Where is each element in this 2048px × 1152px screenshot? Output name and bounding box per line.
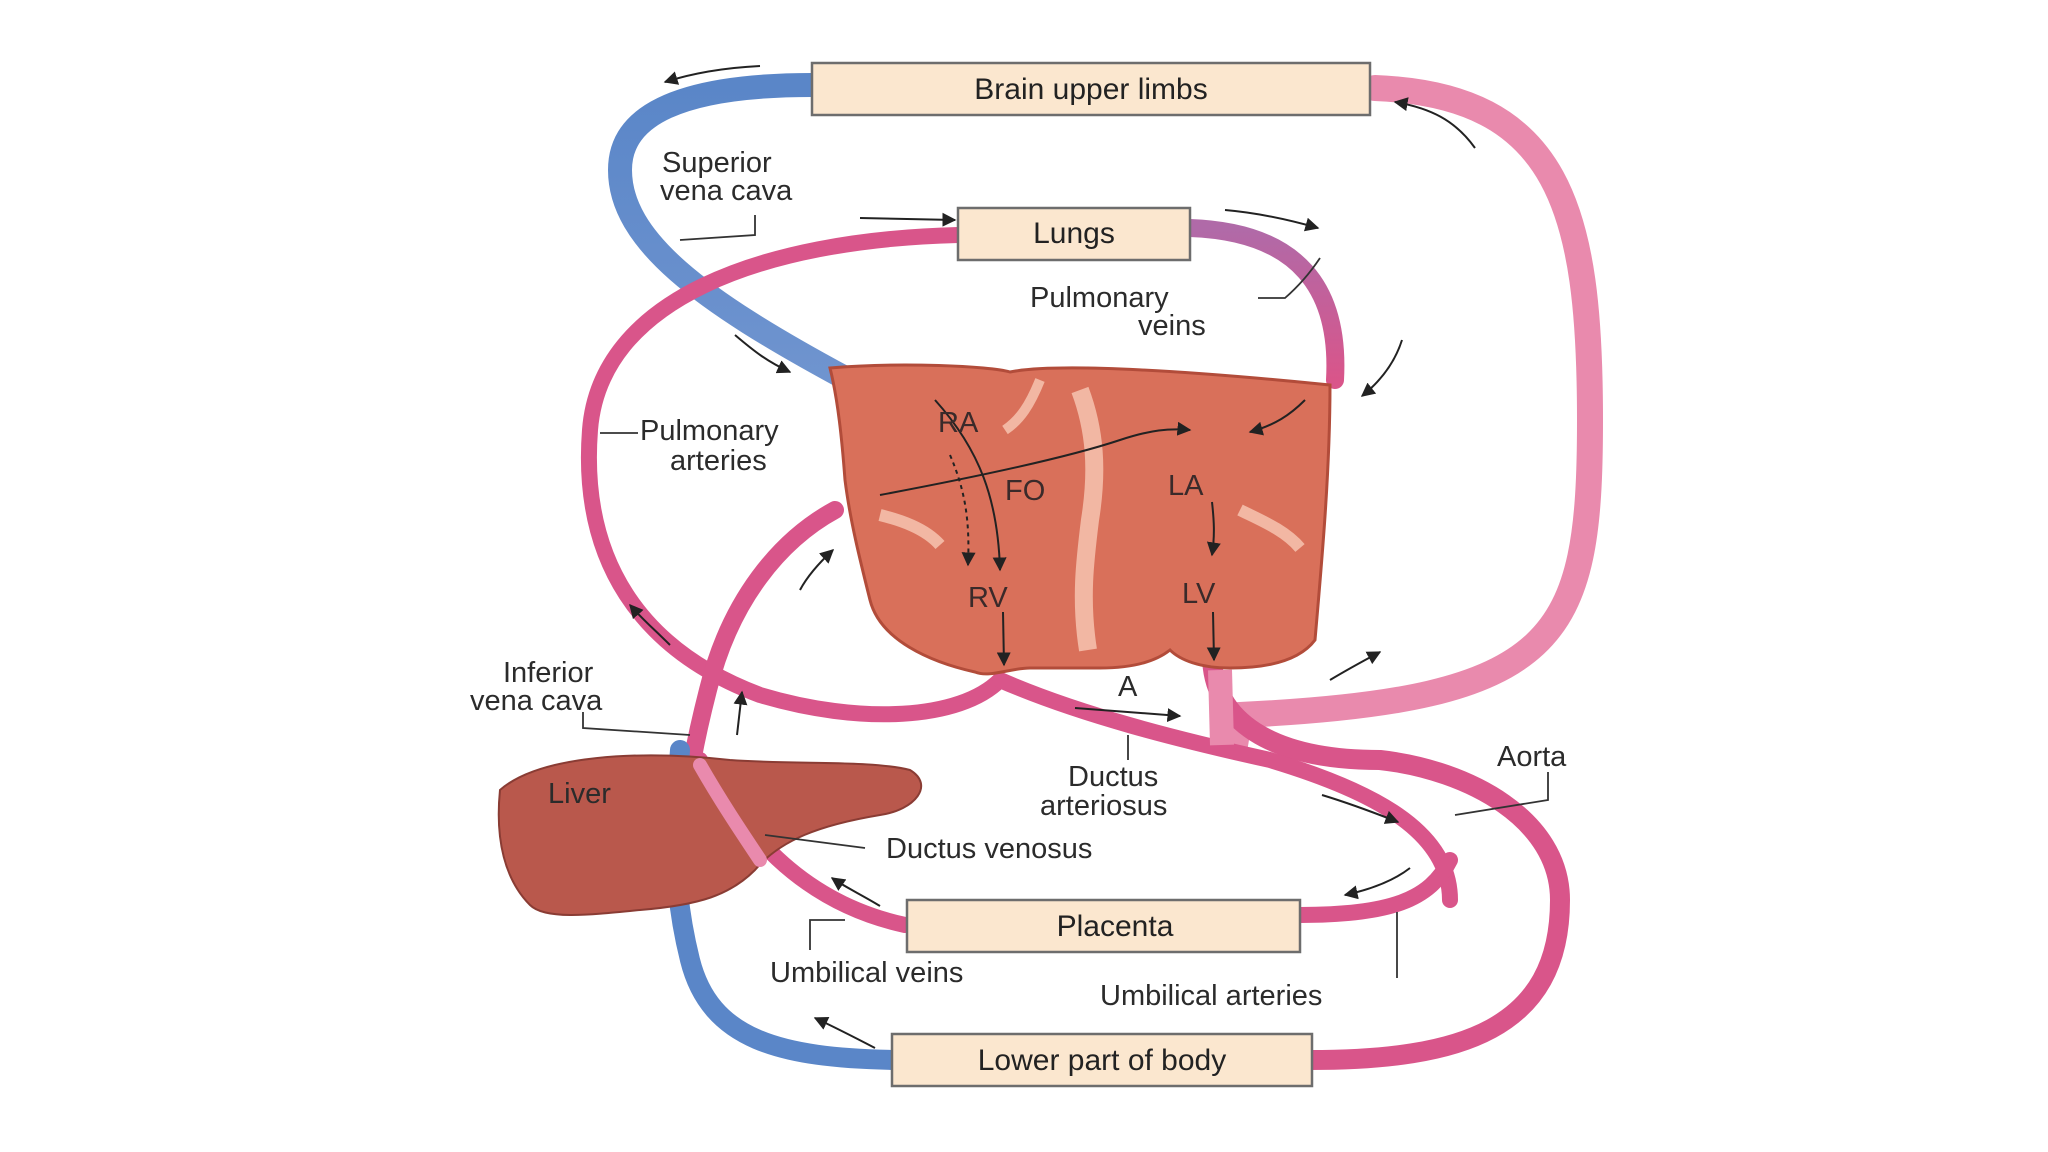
label-ivc-1: Inferior (503, 657, 594, 689)
label-pulm-veins-1: Pulmonary (1030, 282, 1169, 314)
ductus-arteriosus-vessel (992, 672, 1458, 908)
septum-wall (1071, 386, 1104, 652)
label-liver: Liver (548, 778, 611, 810)
box-placenta-label: Placenta (1057, 910, 1174, 943)
arrow-rv-out (996, 611, 1011, 667)
ductus-venosus-vessel (693, 758, 767, 867)
label-ductus-arteriosus-1: Ductus (1068, 761, 1158, 793)
label-lv: LV (1182, 578, 1216, 610)
arrow-pv-down (1360, 339, 1403, 397)
box-brain: Brain upper limbs (810, 61, 1372, 117)
box-lungs-label: Lungs (1033, 217, 1115, 250)
leader-umbilical-veins (809, 919, 845, 950)
arrow-ra-rv (934, 399, 1007, 572)
descending-aorta-vessel (1202, 645, 1571, 1070)
arrow-brain-out (1393, 97, 1476, 149)
arrow-fo (879, 421, 1192, 496)
label-pulm-veins-2: veins (1138, 310, 1206, 342)
liver-organ (497, 754, 923, 916)
box-lower-body: Lower part of body (890, 1032, 1314, 1088)
label-ductus-venosus: Ductus venosus (886, 833, 1092, 865)
arrow-aorta-down (1321, 794, 1400, 824)
arrow-umbilical-arteries (1343, 867, 1411, 900)
label-fo: FO (1005, 475, 1045, 507)
leader-lines (582, 215, 1549, 978)
label-a: A (1118, 671, 1138, 703)
pulmonary-arteries-vessel (581, 227, 1008, 723)
label-aorta: Aorta (1497, 741, 1567, 773)
label-umbilical-arteries: Umbilical arteries (1100, 980, 1322, 1012)
ascending-aorta-vessel (1208, 669, 1234, 746)
arrow-lower-body (813, 1016, 876, 1049)
aorta-vessel (1222, 75, 1604, 758)
arrow-ductus (1074, 707, 1182, 723)
arrow-svc-down (734, 334, 792, 374)
leader-aorta (1454, 772, 1549, 816)
label-ductus-arteriosus-2: arteriosus (1040, 790, 1167, 822)
right-av-wall (878, 509, 945, 550)
arrow-pa-up (629, 603, 671, 646)
superior-vena-cava-vessel (607, 73, 857, 390)
leader-ductus-venosus (764, 834, 866, 849)
label-pulm-arteries-2: arteries (670, 445, 767, 477)
pulmonary-veins-vessel (1181, 219, 1345, 389)
annotation-labels: Superior vena cava Pulmonary veins Pulmo… (470, 147, 1567, 1012)
arrow-lungs-out (1224, 209, 1320, 232)
arrow-brain-in (663, 65, 761, 85)
arrow-ivc-up-1 (799, 549, 835, 591)
label-la: LA (1168, 470, 1204, 502)
leader-svc (679, 215, 756, 241)
label-svc-1: Superior (662, 147, 772, 179)
leader-pulm-veins (1258, 257, 1321, 299)
arrow-la-lv (1206, 501, 1221, 557)
arrow-pv-la (1248, 399, 1306, 436)
vessels (581, 73, 1604, 1070)
label-umbilical-veins: Umbilical veins (770, 957, 963, 989)
arrow-ra-rv-dotted (949, 454, 976, 567)
arrow-umbilical-veins (830, 877, 881, 907)
flow-arrows (629, 65, 1476, 1049)
left-av-wall (1237, 504, 1305, 553)
label-pulm-arteries-1: Pulmonary (640, 415, 779, 447)
heart (828, 363, 1332, 676)
label-ivc-2: vena cava (470, 685, 603, 717)
arrow-lungs-in (859, 212, 957, 227)
box-placenta: Placenta (905, 898, 1302, 954)
arrow-ivc-up-2 (733, 690, 748, 736)
chamber-labels: RA FO LA RV LV (938, 407, 1216, 614)
leader-ivc (582, 712, 691, 736)
heart-outline (828, 363, 1332, 676)
box-lungs: Lungs (956, 206, 1192, 262)
box-lower-body-label: Lower part of body (978, 1044, 1226, 1077)
box-brain-label: Brain upper limbs (974, 73, 1207, 106)
arrow-lv-out (1206, 611, 1221, 662)
label-svc-2: vena cava (660, 175, 793, 207)
arrow-aorta-up (1329, 651, 1382, 681)
atrial-wall-notch (1002, 378, 1045, 435)
label-rv: RV (968, 582, 1008, 614)
label-ra: RA (938, 407, 979, 439)
umbilical-arteries-vessel (1292, 852, 1458, 923)
